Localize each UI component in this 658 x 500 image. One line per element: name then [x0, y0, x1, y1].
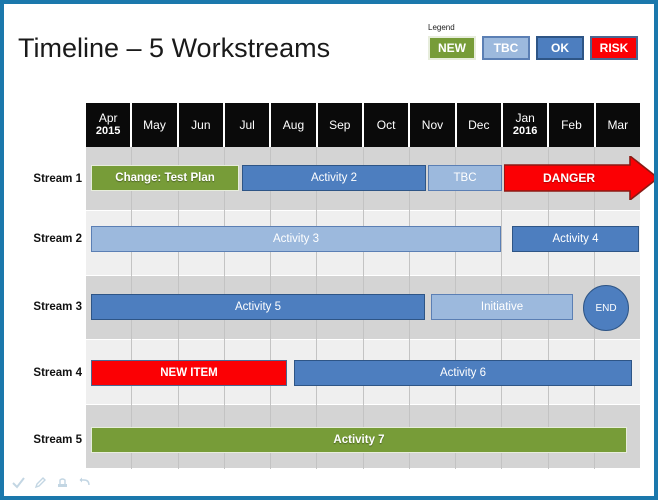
month-name: May	[143, 117, 166, 132]
gantt-bar-label: Activity 5	[234, 301, 281, 313]
legend-item-new-label: NEW	[438, 41, 466, 55]
month-column-aug[interactable]: Aug	[271, 103, 318, 147]
legend-item-new[interactable]: NEW	[428, 36, 476, 60]
stamp-icon[interactable]	[56, 476, 69, 489]
month-column-mar[interactable]: Mar	[595, 103, 640, 147]
gantt-bar-label: NEW ITEM	[160, 367, 218, 379]
pencil-icon[interactable]	[34, 476, 47, 489]
gantt-bar-activity-3[interactable]: Activity 3	[91, 226, 501, 252]
gantt-milestone-end[interactable]: END	[583, 285, 629, 331]
gantt-bar-change-test-plan[interactable]: Change: Test Plan	[91, 165, 239, 191]
stream-label-4: Stream 4	[33, 367, 82, 379]
gantt-bars-layer: Change: Test Plan Activity 2 TBC DANGER …	[4, 4, 654, 496]
arrow-shape-icon	[504, 156, 654, 200]
month-name: Jun	[191, 117, 211, 132]
month-name: Sep	[329, 117, 351, 132]
stream-label-5: Stream 5	[33, 434, 82, 446]
gantt-bar-activity-5[interactable]: Activity 5	[91, 294, 425, 320]
gantt-milestone-label: END	[595, 302, 617, 314]
month-name: Feb	[561, 117, 582, 132]
stream-label-3: Stream 3	[33, 301, 82, 313]
gantt-bar-label: Activity 4	[552, 233, 599, 245]
gantt-bar-label: Activity 6	[439, 367, 486, 379]
legend: Legend NEW TBC OK RISK	[428, 23, 640, 60]
month-name: Oct	[376, 117, 396, 132]
legend-item-tbc-label: TBC	[493, 41, 519, 55]
month-name: Jan	[515, 111, 535, 125]
gantt-bar-activity-7[interactable]: Activity 7	[91, 427, 627, 453]
month-column-oct[interactable]: Oct	[363, 103, 411, 147]
month-name: Aug	[282, 117, 305, 132]
check-icon[interactable]	[12, 476, 25, 489]
month-name: Mar	[607, 117, 629, 132]
month-year: 2015	[95, 125, 121, 137]
month-column-nov[interactable]: Nov	[410, 103, 457, 147]
month-name: Jul	[239, 117, 255, 132]
month-column-jan-2016[interactable]: Jan 2016	[502, 103, 550, 147]
legend-item-risk[interactable]: RISK	[590, 36, 638, 60]
stream-label-2: Stream 2	[33, 233, 82, 245]
gantt-bar-initiative[interactable]: Initiative	[431, 294, 573, 320]
gantt-bar-label: Activity 3	[272, 233, 319, 245]
month-column-jul[interactable]: Jul	[224, 103, 272, 147]
gantt-bar-label: Activity 7	[333, 434, 385, 446]
gantt-bar-label: Change: Test Plan	[115, 172, 215, 184]
gantt-bar-danger-arrow[interactable]: DANGER	[504, 156, 654, 200]
gantt-bar-tbc[interactable]: TBC	[428, 165, 502, 191]
stream-label-1: Stream 1	[33, 173, 82, 185]
gantt-bar-activity-6[interactable]: Activity 6	[294, 360, 632, 386]
page-title: Timeline – 5 Workstreams	[18, 33, 331, 63]
gantt-bar-label: Activity 2	[310, 172, 357, 184]
legend-item-risk-label: RISK	[599, 41, 629, 55]
legend-item-tbc[interactable]: TBC	[482, 36, 530, 60]
legend-swatch-list: NEW TBC OK RISK	[428, 36, 640, 60]
gantt-bar-new-item[interactable]: NEW ITEM	[91, 360, 287, 386]
month-name: Dec	[468, 117, 490, 132]
gantt-bar-label: DANGER	[542, 171, 595, 185]
month-name: Apr	[98, 111, 118, 125]
month-column-apr-2015[interactable]: Apr 2015	[86, 103, 133, 147]
month-name: Nov	[421, 117, 444, 132]
month-header-row: Apr 2015 May Jun Jul Aug Sep	[86, 103, 640, 147]
month-column-jun[interactable]: Jun	[178, 103, 225, 147]
legend-item-ok[interactable]: OK	[536, 36, 584, 60]
slide-canvas: Timeline – 5 Workstreams Legend NEW TBC …	[4, 4, 654, 496]
month-year: 2016	[512, 125, 538, 137]
month-column-may[interactable]: May	[132, 103, 179, 147]
month-column-sep[interactable]: Sep	[317, 103, 364, 147]
month-column-feb[interactable]: Feb	[549, 103, 596, 147]
month-column-dec[interactable]: Dec	[456, 103, 503, 147]
gantt-bar-label: Initiative	[480, 301, 524, 313]
gantt-bar-activity-2[interactable]: Activity 2	[242, 165, 426, 191]
legend-item-ok-label: OK	[551, 41, 569, 55]
gantt-bar-activity-4[interactable]: Activity 4	[512, 226, 639, 252]
bottom-toolbar	[12, 476, 91, 489]
legend-title: Legend	[428, 23, 455, 32]
gantt-bar-label: TBC	[453, 172, 477, 184]
undo-icon[interactable]	[78, 476, 91, 489]
